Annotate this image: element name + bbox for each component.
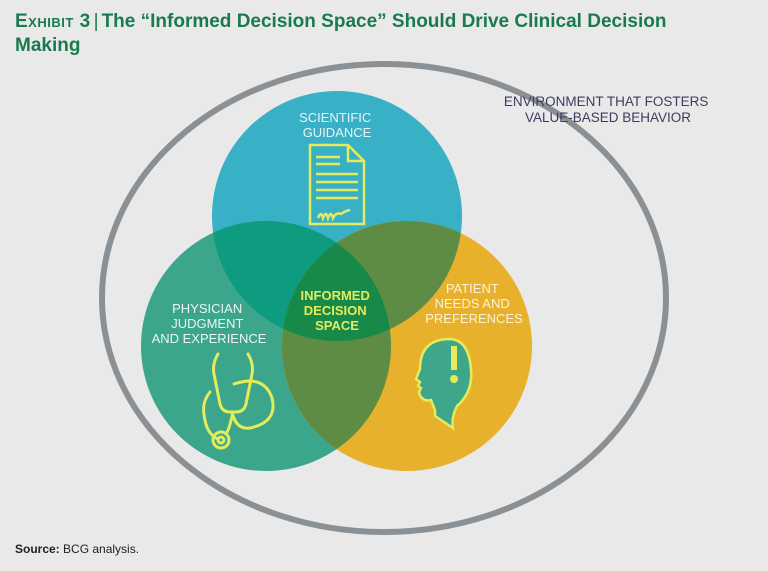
informed-decision-space — [282, 221, 391, 341]
label-physician-judgment: PHYSICIAN JUDGMENT AND EXPERIENCE — [152, 301, 267, 346]
label-scientific-guidance: SCIENTIFIC GUIDANCE — [299, 110, 375, 140]
stethoscope-icon — [202, 352, 275, 450]
environment-label: ENVIRONMENT THAT FOSTERS VALUE-BASED BEH… — [504, 94, 712, 125]
environment-ring — [99, 61, 669, 535]
label-patient-needs: PATIENT NEEDS AND PREFERENCES — [425, 281, 523, 326]
source-note: Source: BCG analysis. — [15, 542, 139, 556]
title-text: The “Informed Decision Space” Should Dri… — [15, 11, 667, 56]
exhibit-title: Exhibit 3|The “Informed Decision Space” … — [15, 10, 735, 58]
head-exclamation-icon — [414, 337, 473, 431]
source-text: BCG analysis. — [63, 542, 140, 556]
source-label: Source: — [15, 542, 60, 556]
document-icon — [308, 143, 366, 226]
title-separator: | — [93, 11, 99, 32]
label-informed-decision-space: INFORMED DECISION SPACE — [301, 288, 374, 333]
exhibit-number: Exhibit 3 — [15, 11, 91, 32]
